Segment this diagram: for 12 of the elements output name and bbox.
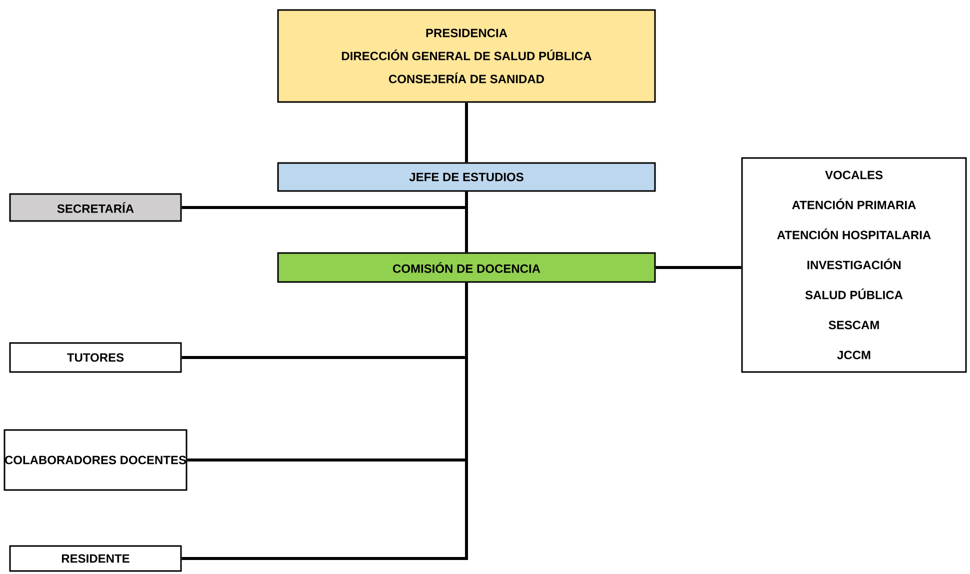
title-box: JEFE DE ESTUDIOS [277,162,656,192]
label-box: TUTORES [9,342,182,373]
connector-line [182,192,468,209]
label-box: SECRETARÍA [9,193,182,222]
connector-line [182,282,468,560]
connector-line [656,266,742,269]
label-box: COLABORADORES DOCENTES [4,429,188,491]
list-box: VOCALES ATENCIÓN PRIMARIA ATENCIÓN HOSPITALARIA INVESTIGACIÓN SALUD PÚBLICA SESCAM JCCM [741,157,967,373]
connector-line [465,102,468,162]
heading-box: PRESIDENCIA DIRECCIÓN GENERAL DE SALUD PÚBLICA CONSEJERÍA DE SANIDAD [277,9,656,103]
label-box: RESIDENTE [9,545,182,572]
title-box: COMISIÓN DE DOCENCIA [277,252,656,283]
